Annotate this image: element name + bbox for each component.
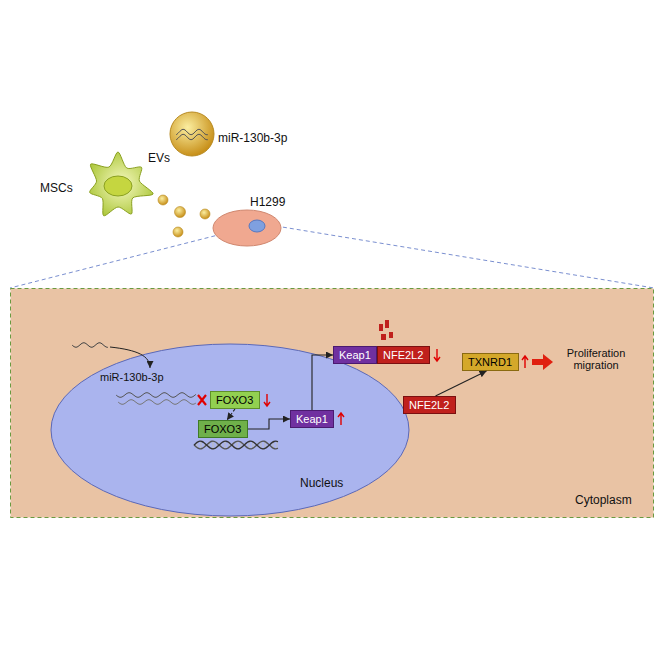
pathway-arrow bbox=[312, 355, 333, 410]
shape-label: MSCs bbox=[40, 181, 73, 195]
decrease-arrow bbox=[264, 394, 270, 406]
protein-box: TXNRD1 bbox=[462, 353, 519, 371]
protein-name: Keap1 bbox=[339, 348, 371, 362]
shape-label: Nucleus bbox=[300, 476, 343, 490]
protein-box: FOXO3 bbox=[210, 391, 260, 409]
pathway-arrow bbox=[248, 419, 290, 429]
msc-cell: MSCs bbox=[40, 148, 155, 228]
pathway-arrow bbox=[227, 409, 235, 420]
mirna-strand bbox=[116, 393, 196, 398]
mrna-strand bbox=[118, 400, 196, 405]
protein-name: FOXO3 bbox=[216, 393, 254, 407]
protein-box: Keap1 bbox=[290, 410, 334, 428]
cytoplasm-panel: CytoplasmNucleusFOXO3FOXO3Keap1Keap1NFE2… bbox=[10, 288, 654, 518]
increase-arrow bbox=[522, 356, 528, 368]
dna-helix bbox=[194, 441, 278, 449]
decrease-arrow bbox=[434, 349, 440, 361]
protein-name: NFE2L2 bbox=[383, 348, 424, 362]
protein-name: TXNRD1 bbox=[468, 355, 513, 369]
outcome-label: Proliferation migration bbox=[554, 347, 638, 371]
protein-box: FOXO3 bbox=[198, 420, 248, 438]
protein-box: NFE2L2 bbox=[403, 396, 456, 414]
protein-name: Keap1 bbox=[296, 412, 328, 426]
increase-arrow bbox=[338, 413, 344, 425]
shape-label: Cytoplasm bbox=[575, 493, 632, 507]
inhibition-mark bbox=[198, 395, 206, 405]
entry-arrow bbox=[110, 347, 150, 368]
protein-name: NFE2L2 bbox=[409, 398, 450, 412]
shape-label: H1299 bbox=[250, 195, 285, 209]
shape-label: miR-130b-3p bbox=[218, 131, 287, 145]
protein-name: FOXO3 bbox=[204, 422, 242, 436]
decorations bbox=[72, 320, 553, 449]
protein-box: Keap1 bbox=[333, 346, 377, 364]
mirna-strand bbox=[72, 343, 108, 348]
shape-label: EVs bbox=[148, 151, 170, 165]
protein-box: NFE2L2 bbox=[377, 346, 430, 364]
zoom-line bbox=[10, 234, 222, 288]
outcome-arrow bbox=[532, 354, 553, 370]
mirna-label: miR-130b-3p bbox=[100, 371, 164, 383]
nucleus: NucleusFOXO3FOXO3Keap1 bbox=[50, 343, 410, 517]
pathway-arrow bbox=[436, 371, 487, 396]
tumor-cell: H1299 bbox=[205, 190, 295, 250]
degradation-fragments bbox=[379, 320, 393, 340]
zoom-line bbox=[276, 226, 654, 288]
extracellular-vesicle: EVs miR-130b-3p bbox=[140, 108, 310, 163]
